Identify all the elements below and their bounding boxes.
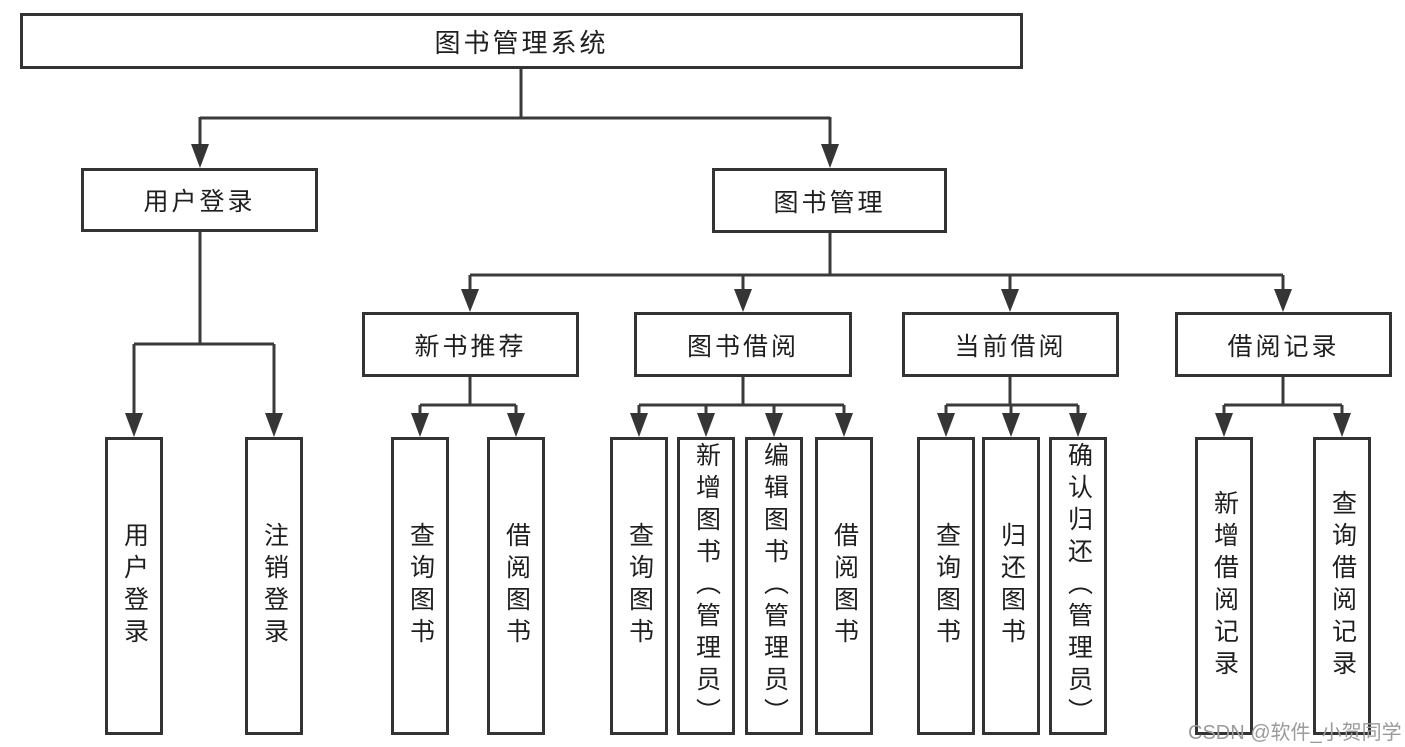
node-user-login: 用户登录 (81, 168, 318, 232)
arrowhead-icon (630, 413, 648, 437)
node-borrowing-records: 借阅记录 (1175, 312, 1392, 377)
arrowhead-icon (1333, 413, 1351, 437)
leaf-add-borrow-record: 新增借阅记录 (1195, 437, 1253, 735)
leaf-label: 借阅图书 (502, 522, 531, 650)
connector-bookmgmt-to-level3 (461, 233, 1292, 312)
arrowhead-icon (191, 144, 209, 168)
leaf-label: 查询图书 (932, 522, 961, 650)
leaf-user-login: 用户登录 (105, 437, 163, 735)
node-label: 借阅记录 (1227, 332, 1340, 361)
node-current-borrowing: 当前借阅 (902, 312, 1119, 377)
leaf-label: 查询借阅记录 (1328, 490, 1357, 682)
arrowhead-icon (835, 413, 853, 437)
node-label: 新书推荐 (414, 332, 527, 361)
connector-borrow-to-leaves (630, 377, 853, 437)
arrowhead-icon (1001, 289, 1019, 312)
leaf-query-books-current: 查询图书 (917, 437, 975, 735)
leaf-add-books-admin: 新增图书（管理员） (677, 437, 735, 735)
arrowhead-icon (821, 144, 839, 168)
arrowhead-icon (937, 413, 955, 437)
arrowhead-icon (1002, 413, 1020, 437)
arrowhead-icon (411, 413, 429, 437)
arrowhead-icon (125, 413, 143, 437)
connector-records-to-leaves (1215, 377, 1351, 437)
arrowhead-icon (1274, 289, 1292, 312)
arrowhead-icon (1215, 413, 1233, 437)
arrowhead-icon (734, 289, 752, 312)
leaf-borrow-books-recommend: 借阅图书 (487, 437, 545, 735)
leaf-label: 新增借阅记录 (1210, 490, 1239, 682)
leaf-label: 用户登录 (120, 522, 149, 650)
node-new-book-recommendation: 新书推荐 (362, 312, 579, 377)
leaf-label: 归还图书 (997, 522, 1026, 650)
connector-root-to-level2 (191, 69, 839, 168)
arrowhead-icon (697, 413, 715, 437)
node-label: 当前借阅 (954, 332, 1067, 361)
leaf-return-books: 归还图书 (982, 437, 1040, 735)
arrowhead-icon (265, 413, 283, 437)
leaf-query-books-borrowing: 查询图书 (610, 437, 668, 735)
connector-newbook-to-leaves (411, 377, 525, 437)
leaf-label: 确认归还（管理员） (1064, 442, 1093, 730)
leaf-label: 注销登录 (260, 522, 289, 650)
node-label: 用户登录 (143, 188, 256, 216)
leaf-label: 新增图书（管理员） (692, 442, 721, 730)
node-label: 图书借阅 (686, 332, 799, 361)
arrowhead-icon (507, 413, 525, 437)
leaf-edit-books-admin: 编辑图书（管理员） (745, 437, 803, 735)
connector-userlogin-to-leaves (125, 232, 283, 437)
leaf-borrow-books-borrowing: 借阅图书 (815, 437, 873, 735)
leaf-logout: 注销登录 (245, 437, 303, 735)
leaf-label: 借阅图书 (830, 522, 859, 650)
arrowhead-icon (765, 413, 783, 437)
node-book-borrowing: 图书借阅 (634, 312, 852, 377)
leaf-label: 查询图书 (625, 522, 654, 650)
leaf-confirm-return-admin: 确认归还（管理员） (1049, 437, 1107, 735)
leaf-label: 编辑图书（管理员） (760, 442, 789, 730)
leaf-query-books-recommend: 查询图书 (391, 437, 449, 735)
leaf-label: 查询图书 (406, 522, 435, 650)
node-label: 图书管理系统 (434, 27, 609, 58)
leaf-query-borrow-record: 查询借阅记录 (1313, 437, 1371, 735)
node-library-management-system: 图书管理系统 (20, 13, 1023, 69)
arrowhead-icon (1069, 413, 1087, 437)
node-book-management: 图书管理 (712, 168, 947, 233)
node-label: 图书管理 (773, 188, 886, 217)
csdn-watermark: CSDN @软件_小贺同学 (1188, 722, 1402, 744)
arrowhead-icon (461, 289, 479, 312)
connector-current-to-leaves (937, 377, 1087, 437)
